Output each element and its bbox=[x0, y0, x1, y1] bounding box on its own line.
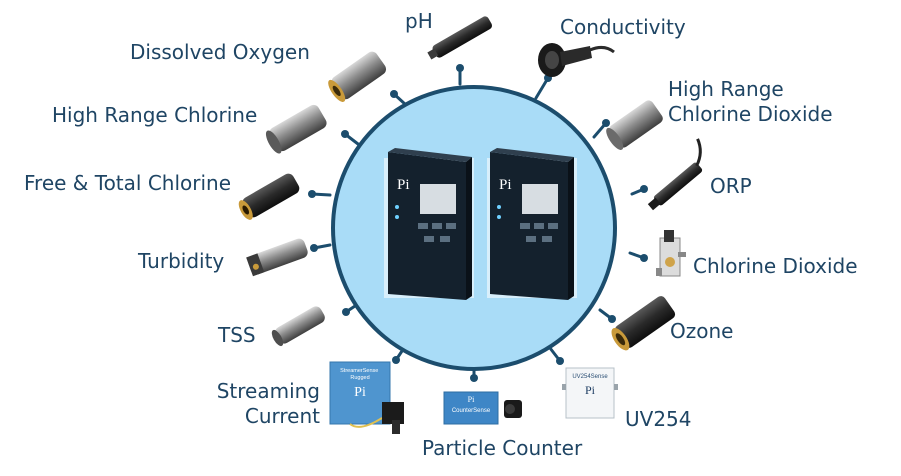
conductivity-sensor-icon bbox=[538, 43, 615, 77]
probe-icon bbox=[271, 306, 325, 347]
controller-right: Pi bbox=[487, 148, 577, 300]
label-streaming-current: Streaming Current bbox=[208, 379, 320, 429]
probe-icon bbox=[611, 296, 676, 351]
dot-streaming-current bbox=[392, 356, 400, 364]
label-free-total-chlorine: Free & Total Chlorine bbox=[24, 171, 232, 195]
orp-probe-icon bbox=[647, 138, 703, 211]
controller-display bbox=[420, 184, 456, 214]
streaming-current-panel-line-2: Rugged bbox=[350, 375, 369, 381]
dot-tss bbox=[342, 308, 350, 316]
controller-left: Pi bbox=[384, 148, 474, 300]
svg-text:Pi: Pi bbox=[468, 395, 475, 404]
dot-ozone bbox=[608, 315, 616, 323]
dot-particle-counter bbox=[470, 374, 478, 382]
controller-logo: Pi bbox=[397, 177, 410, 193]
label-tss: TSS bbox=[218, 323, 256, 347]
label-turbidity: Turbidity bbox=[138, 249, 225, 273]
turbidity-probe-icon bbox=[246, 238, 308, 277]
probe-icon bbox=[265, 104, 327, 154]
particle-counter-icon: CounterSense Pi bbox=[443, 391, 522, 425]
dot-high-range-chlorine bbox=[341, 130, 349, 138]
svg-text:Pi: Pi bbox=[354, 385, 366, 400]
dot-high-range-chlorine-dioxide bbox=[602, 119, 610, 127]
dot-chlorine-dioxide bbox=[640, 254, 648, 262]
label-streaming-current-line-1: Streaming bbox=[216, 379, 320, 403]
connector-dots bbox=[308, 64, 648, 382]
probe-icon bbox=[328, 51, 387, 102]
streaming-current-panel-text: StreamerSense Rugged bbox=[340, 368, 380, 381]
label-high-range-chlorine: High Range Chlorine bbox=[52, 103, 258, 127]
probe-icon bbox=[606, 100, 663, 150]
label-chlorine-dioxide: Chlorine Dioxide bbox=[693, 254, 858, 278]
label-conductivity: Conductivity bbox=[560, 15, 686, 39]
label-ph: pH bbox=[405, 9, 433, 33]
label-ozone: Ozone bbox=[670, 319, 734, 343]
dot-ph bbox=[456, 64, 464, 72]
controller-logo: Pi bbox=[499, 177, 512, 193]
dot-orp bbox=[640, 185, 648, 193]
streaming-current-panel-line-1: StreamerSense bbox=[340, 368, 378, 374]
ph-probe-icon bbox=[427, 16, 493, 60]
dot-uv254 bbox=[556, 357, 564, 365]
dot-dissolved-oxygen bbox=[390, 90, 398, 98]
svg-text:Pi: Pi bbox=[585, 383, 596, 397]
controller-display bbox=[522, 184, 558, 214]
dot-free-total-chlorine bbox=[308, 190, 316, 198]
label-orp: ORP bbox=[710, 174, 752, 198]
probe-icon bbox=[238, 173, 300, 220]
flow-cell-icon bbox=[656, 230, 686, 277]
label-high-range-chlorine-dioxide-line-2: Chlorine Dioxide bbox=[668, 102, 833, 126]
uv254-panel-text: UV254Sense bbox=[572, 374, 608, 380]
label-high-range-chlorine-dioxide-line-1: High Range bbox=[668, 77, 784, 101]
label-high-range-chlorine-dioxide: High Range Chlorine Dioxide bbox=[668, 77, 833, 127]
streaming-current-icon: StreamerSense Rugged Pi bbox=[329, 361, 404, 434]
label-particle-counter: Particle Counter bbox=[422, 436, 583, 460]
label-dissolved-oxygen: Dissolved Oxygen bbox=[130, 40, 310, 64]
dot-turbidity bbox=[310, 244, 318, 252]
particle-counter-panel-text: CounterSense bbox=[452, 408, 491, 414]
label-uv254: UV254 bbox=[625, 407, 692, 431]
uv-unit-icon: UV254Sense Pi bbox=[562, 367, 618, 419]
label-streaming-current-line-2: Current bbox=[244, 404, 320, 428]
